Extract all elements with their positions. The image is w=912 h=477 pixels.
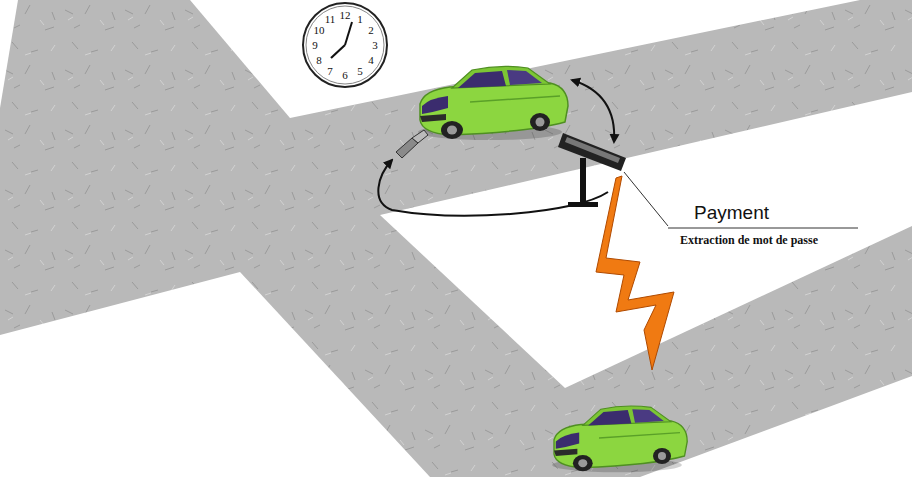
extraction-label: Extraction de mot de passe — [680, 234, 818, 247]
clock-number: 3 — [372, 39, 378, 51]
clock-number: 2 — [368, 24, 374, 36]
clock-number: 5 — [357, 65, 363, 77]
clock-number: 4 — [368, 54, 374, 66]
nozzle-icon — [396, 130, 428, 158]
clock-number: 9 — [312, 39, 318, 51]
clock-number: 7 — [327, 65, 333, 77]
clock-number: 12 — [340, 9, 351, 21]
clock-number: 1 — [357, 13, 363, 25]
clock-number: 11 — [325, 13, 336, 25]
clock-number: 8 — [316, 54, 322, 66]
payment-label: Payment — [694, 203, 769, 224]
clock-number: 10 — [314, 24, 325, 36]
clock-number: 6 — [342, 69, 348, 81]
